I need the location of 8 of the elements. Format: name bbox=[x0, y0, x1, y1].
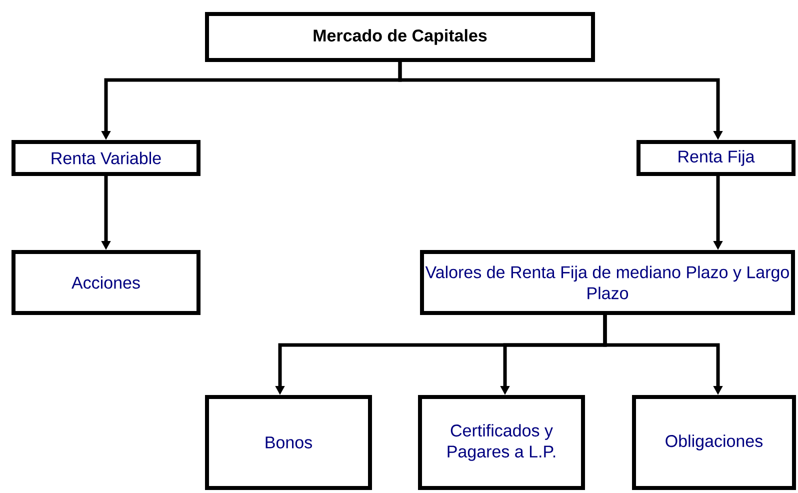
box: Renta Variable bbox=[12, 140, 200, 176]
box: Obligaciones bbox=[632, 395, 796, 490]
box: Renta Fija bbox=[636, 140, 796, 176]
box: Valores de Renta Fija de mediano Plazo y Largo Plazo bbox=[420, 250, 795, 315]
box: Acciones bbox=[12, 250, 200, 315]
box: Bonos bbox=[205, 395, 372, 490]
box: Certificados y Pagares a L.P. bbox=[418, 395, 585, 490]
box: Mercado de Capitales bbox=[205, 12, 595, 62]
